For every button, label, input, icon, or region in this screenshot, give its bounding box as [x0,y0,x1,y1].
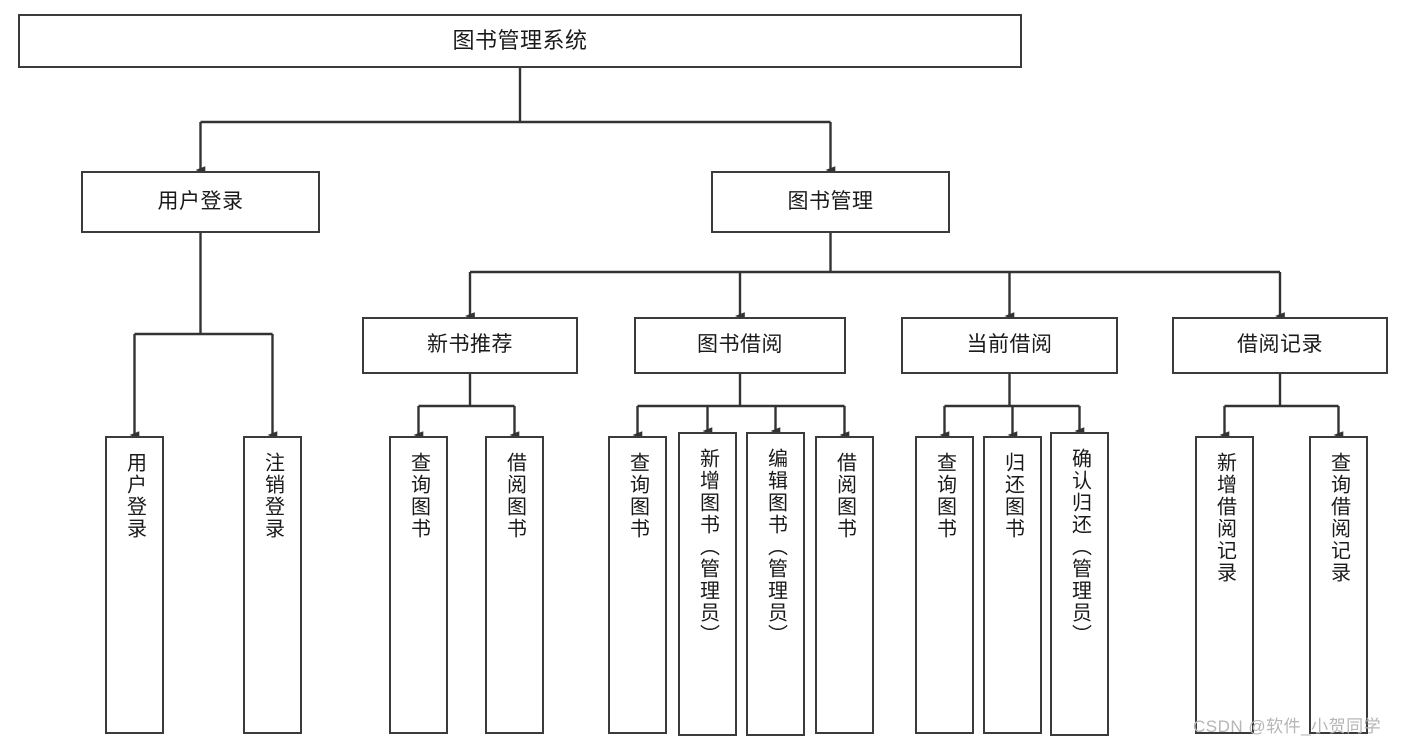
node-leaf-borrow-book[interactable]: 借阅图书 [815,436,874,734]
node-label: 新增借阅记录 [1213,452,1236,584]
node-label: 查询图书 [407,452,430,540]
node-book-manage[interactable]: 图书管理 [711,171,950,233]
node-label: 确认归还（管理员） [1068,448,1091,646]
node-user-login[interactable]: 用户登录 [81,171,320,233]
node-leaf-user-login[interactable]: 用户登录 [105,436,164,734]
node-borrow-record[interactable]: 借阅记录 [1172,317,1388,374]
node-label: 当前借阅 [966,333,1053,357]
node-label: 归还图书 [1001,452,1024,540]
node-leaf-query-book-borrow[interactable]: 查询图书 [608,436,667,734]
node-leaf-add-record[interactable]: 新增借阅记录 [1195,436,1254,734]
node-leaf-borrow-book-rec[interactable]: 借阅图书 [485,436,544,734]
node-label: 图书借阅 [697,333,783,357]
node-leaf-query-record[interactable]: 查询借阅记录 [1309,436,1368,734]
node-label: 借阅记录 [1237,333,1323,357]
node-label: 借阅图书 [833,452,856,540]
node-label: 查询图书 [626,452,649,540]
node-label: 图书管理 [787,189,874,213]
node-leaf-add-book-admin[interactable]: 新增图书（管理员） [678,432,737,736]
node-label: 新增图书（管理员） [696,448,719,646]
node-label: 借阅图书 [503,452,526,540]
watermark-text: CSDN @软件_小贺同学 [1193,717,1382,736]
node-new-book-recommend[interactable]: 新书推荐 [362,317,578,374]
node-leaf-confirm-return-admin[interactable]: 确认归还（管理员） [1050,432,1109,736]
node-label: 编辑图书（管理员） [764,448,787,646]
node-label: 图书管理系统 [452,28,588,54]
node-label: 查询图书 [933,452,956,540]
node-label: 新书推荐 [427,333,513,357]
node-book-borrow[interactable]: 图书借阅 [634,317,846,374]
node-leaf-query-book-rec[interactable]: 查询图书 [389,436,448,734]
node-label: 用户登录 [123,452,146,540]
node-leaf-logout[interactable]: 注销登录 [243,436,302,734]
node-root[interactable]: 图书管理系统 [18,14,1022,68]
node-leaf-edit-book-admin[interactable]: 编辑图书（管理员） [746,432,805,736]
node-label: 注销登录 [261,452,284,540]
node-current-borrow[interactable]: 当前借阅 [901,317,1118,374]
node-leaf-return-book[interactable]: 归还图书 [983,436,1042,734]
node-leaf-query-book-current[interactable]: 查询图书 [915,436,974,734]
node-label: 查询借阅记录 [1327,452,1350,584]
node-label: 用户登录 [157,189,244,213]
